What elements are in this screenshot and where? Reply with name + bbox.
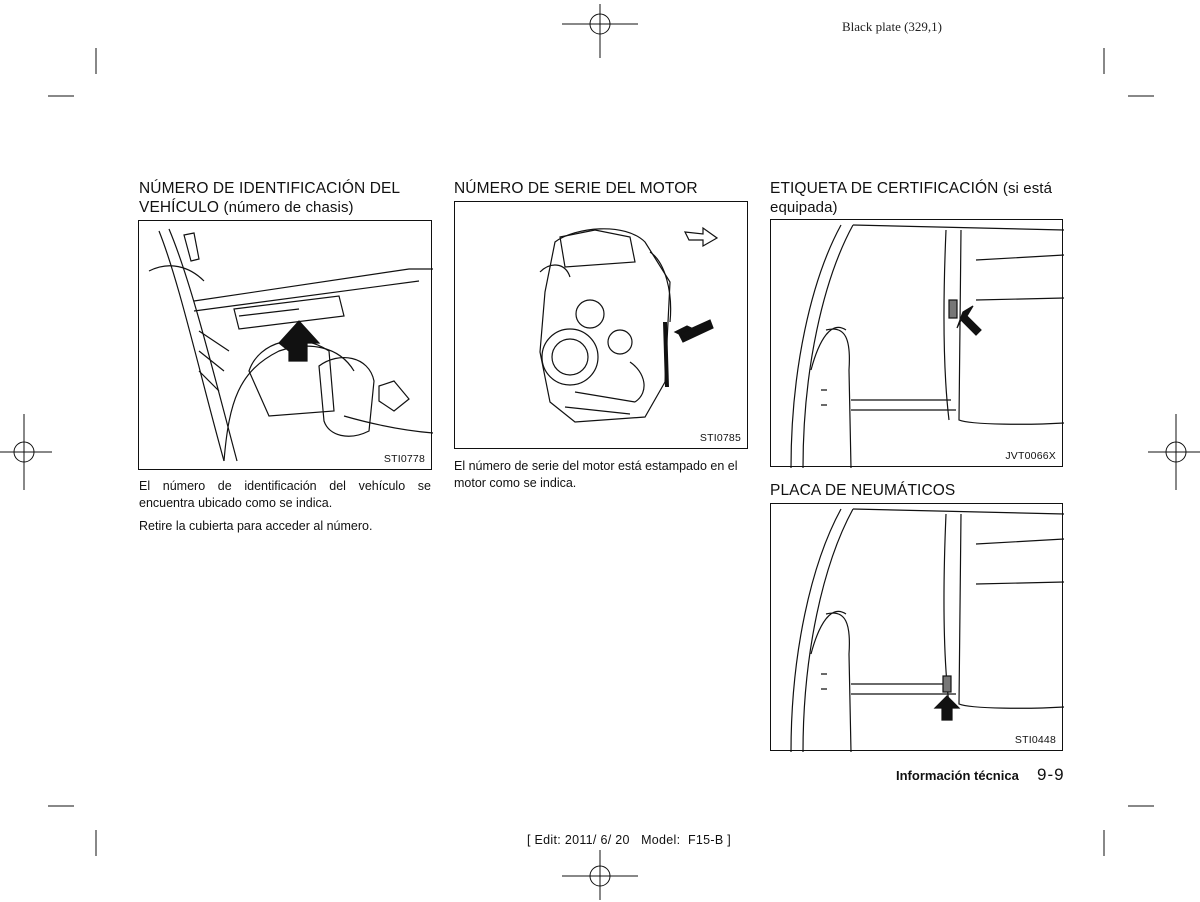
certification-illustration [790, 224, 1064, 468]
engine-figure-code: STI0785 [699, 432, 741, 444]
certification-title-note: (si está equipada) [770, 180, 1053, 216]
vin-illustration [148, 228, 433, 462]
engine-illustration [539, 226, 719, 423]
edit-line: [ Edit: 2011/ 6/ 20 Model: F15-B ] [527, 833, 732, 847]
plate-header: Black plate (329,1) [842, 19, 942, 34]
vin-title-note: (número de chasis) [223, 199, 354, 216]
crosshair-mark-right [1148, 414, 1200, 490]
vin-paragraph-1: El número de identificación del vehículo… [139, 479, 431, 510]
engine-text: El número de serie del motor está estamp… [454, 459, 738, 490]
engine-heading: NÚMERO DE SERIE DEL MOTOR [454, 180, 698, 197]
crosshair-mark-bottom [562, 850, 638, 900]
crosshair-mark-top [562, 4, 638, 58]
tire-placard-figure: STI0448 [770, 503, 1064, 752]
tire-placard-figure-code: STI0448 [1014, 734, 1056, 746]
tire-placard-heading: PLACA DE NEUMÁTICOS [770, 482, 956, 499]
vin-title: NÚMERO DE IDENTIFICACIÓN DEL VEHÍCULO [139, 180, 400, 216]
vin-heading: NÚMERO DE IDENTIFICACIÓN DEL VEHÍCULO (n… [139, 179, 434, 217]
certification-heading: ETIQUETA DE CERTIFICACIÓN (si está equip… [770, 179, 1065, 217]
engine-figure: STI0785 [454, 201, 748, 449]
footer-section-name: Información técnica [896, 768, 1019, 783]
vin-figure-code: STI0778 [383, 453, 425, 465]
vin-figure: STI0778 [138, 220, 433, 470]
certification-figure: JVT0066X [770, 219, 1064, 468]
crosshair-mark-left [0, 414, 52, 490]
certification-title: ETIQUETA DE CERTIFICACIÓN [770, 180, 999, 197]
certification-figure-code: JVT0066X [1005, 450, 1056, 462]
vin-text: El número de identificación del vehículo… [139, 478, 431, 541]
tire-placard-illustration [790, 508, 1064, 752]
vin-paragraph-2: Retire la cubierta para acceder al númer… [139, 519, 373, 533]
page-number: 9-9 [1037, 765, 1065, 784]
